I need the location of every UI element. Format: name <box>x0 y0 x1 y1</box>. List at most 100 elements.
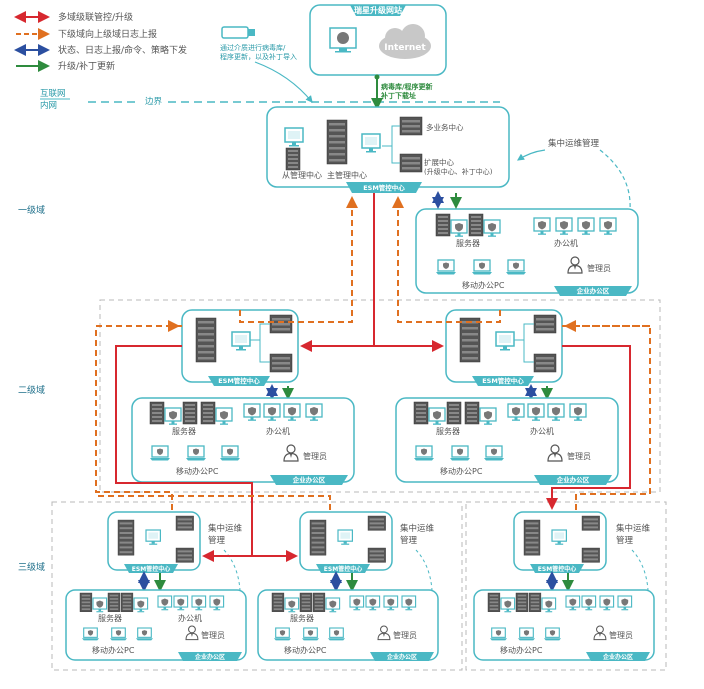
esm-badge: ESM管控中心 <box>218 376 260 385</box>
servers-label: 服务器 <box>290 613 314 623</box>
server-icon <box>446 401 462 425</box>
laptop-icon <box>185 445 207 462</box>
slave-center-label: 从管理中心 <box>282 170 322 180</box>
mobile-label: 移动办公PC <box>440 466 483 476</box>
laptop-icon <box>413 445 435 462</box>
level3-domain-outline-left <box>51 501 463 671</box>
usb-media: 通过介质进行病毒库/ 程序更新，以及补丁导入 <box>220 26 313 103</box>
laptop-icon <box>517 627 536 641</box>
laptop-icon <box>219 445 241 462</box>
laptop-icon <box>109 627 128 641</box>
laptop-icon <box>135 627 154 641</box>
zone-badge: 企业办公区 <box>576 286 610 295</box>
laptop-icon <box>471 259 493 276</box>
ops-label-line1: 集中运维 <box>616 523 651 534</box>
server-tall-icon <box>309 519 327 556</box>
esm-badge: ESM管控中心 <box>538 565 576 573</box>
laptop-icon <box>449 445 471 462</box>
update-site: 瑞星升级网站 Internet <box>309 4 447 76</box>
server-icon <box>367 547 387 563</box>
mobile-label: 移动办公PC <box>500 645 543 655</box>
laptop-icon <box>327 627 346 641</box>
usb-text-line1: 通过介质进行病毒库/ <box>220 43 286 52</box>
server-icon <box>464 401 480 425</box>
tier-label-level1: 一级域 <box>18 204 45 216</box>
server-icon <box>182 401 198 425</box>
laptop-icon <box>81 627 100 641</box>
level3-c-office-zone: 企业办公区 移动办公PC 管理员 <box>473 589 655 661</box>
office-pc-label: 办公机 <box>266 426 290 436</box>
admin-label: 管理员 <box>393 630 417 640</box>
server-tall-icon <box>117 519 135 556</box>
update-site-title: 瑞星升级网站 <box>354 5 402 15</box>
level3-b-esm-center: ESM管控中心 <box>299 511 393 573</box>
server-icon <box>269 314 293 334</box>
server-icon <box>581 515 600 531</box>
server-tall-icon <box>195 317 217 363</box>
level2-left-esm-center: ESM管控中心 <box>181 309 299 386</box>
office-pc-label: 办公机 <box>178 613 202 623</box>
server-icon <box>399 153 423 173</box>
legend-label: 下级域向上级域日志上报 <box>58 28 157 40</box>
tier-label-level2: 二级域 <box>18 384 45 396</box>
multi-center-label: 多业务中心 <box>426 122 464 132</box>
ops-label-line1: 集中运维 <box>400 523 435 534</box>
level1-office-zone: 企业办公区 服务器 办公机 移动办公PC 管理员 <box>415 208 639 296</box>
server-icon <box>269 353 293 373</box>
ops-label-line2: 管理 <box>208 535 226 546</box>
server-icon <box>533 314 557 334</box>
esm-badge: ESM管控中心 <box>324 565 362 573</box>
server-icon <box>200 401 216 425</box>
laptop-icon <box>489 627 508 641</box>
server-tall-icon <box>459 317 481 363</box>
servers-label: 服务器 <box>98 613 122 623</box>
laptop-icon <box>149 445 171 462</box>
server-icon <box>107 592 121 613</box>
zone-badge: 企业办公区 <box>556 475 590 484</box>
level1-esm-center: ESM管控中心 从管理中心 主管理中心 多业务中心 扩展中心 (升级中心、补丁中… <box>266 106 510 193</box>
boundary: 互联网 内网 边界 <box>40 89 500 111</box>
slave-center: 从管理中心 <box>282 127 322 180</box>
esm-badge: ESM管控中心 <box>363 183 405 192</box>
download-line1: 病毒库/程序更新 <box>381 82 433 91</box>
server-tall-icon <box>326 119 348 165</box>
mobile-label: 移动办公PC <box>92 645 135 655</box>
legend-label: 升级/补丁更新 <box>58 60 115 72</box>
internet-cloud-icon: Internet <box>379 24 431 59</box>
server-icon <box>581 547 600 563</box>
download-line2: 补丁下载址 <box>380 91 416 100</box>
legend-label: 状态、日志上报/命令、策略下发 <box>58 44 187 56</box>
master-center: 主管理中心 <box>326 119 381 180</box>
boundary-label: 边界 <box>145 96 163 107</box>
servers-label: 服务器 <box>172 426 196 436</box>
laptop-icon <box>273 627 292 641</box>
laptop-icon <box>301 627 320 641</box>
ops-label-line2: 管理 <box>400 535 418 546</box>
legend: 多域级联管控/升级 下级域向上级域日志上报 状态、日志上报/命令、策略下发 升级… <box>14 11 187 72</box>
level3-domain-outline-right <box>465 501 667 671</box>
server-icon <box>413 401 429 425</box>
usb-drive-icon <box>221 26 255 39</box>
level3-a-esm-center: ESM管控中心 <box>107 511 201 573</box>
level2-domain-outline <box>99 299 661 493</box>
ext-center-label1: 扩展中心 <box>424 157 454 167</box>
intranet-label: 内网 <box>40 100 57 111</box>
server-icon <box>435 213 451 237</box>
usb-text-line2: 程序更新，以及补丁导入 <box>220 52 297 61</box>
level3-a-office-zone: 企业办公区 服务器 办公机 移动办公PC 管理员 <box>65 589 247 661</box>
legend-item-status-command: 状态、日志上报/命令、策略下发 <box>14 44 187 56</box>
server-icon <box>468 213 484 237</box>
server-icon <box>299 592 313 613</box>
laptop-icon <box>543 627 562 641</box>
server-icon <box>175 547 195 563</box>
server-icon <box>149 401 165 425</box>
log-report-lines <box>95 196 651 510</box>
servers-label: 服务器 <box>436 426 460 436</box>
server-icon <box>79 592 93 613</box>
laptop-icon <box>505 259 527 276</box>
server-icon <box>528 592 542 613</box>
ops-label-line2: 管理 <box>616 535 634 546</box>
zone-badge: 企业办公区 <box>194 653 225 661</box>
server-icon <box>120 592 134 613</box>
